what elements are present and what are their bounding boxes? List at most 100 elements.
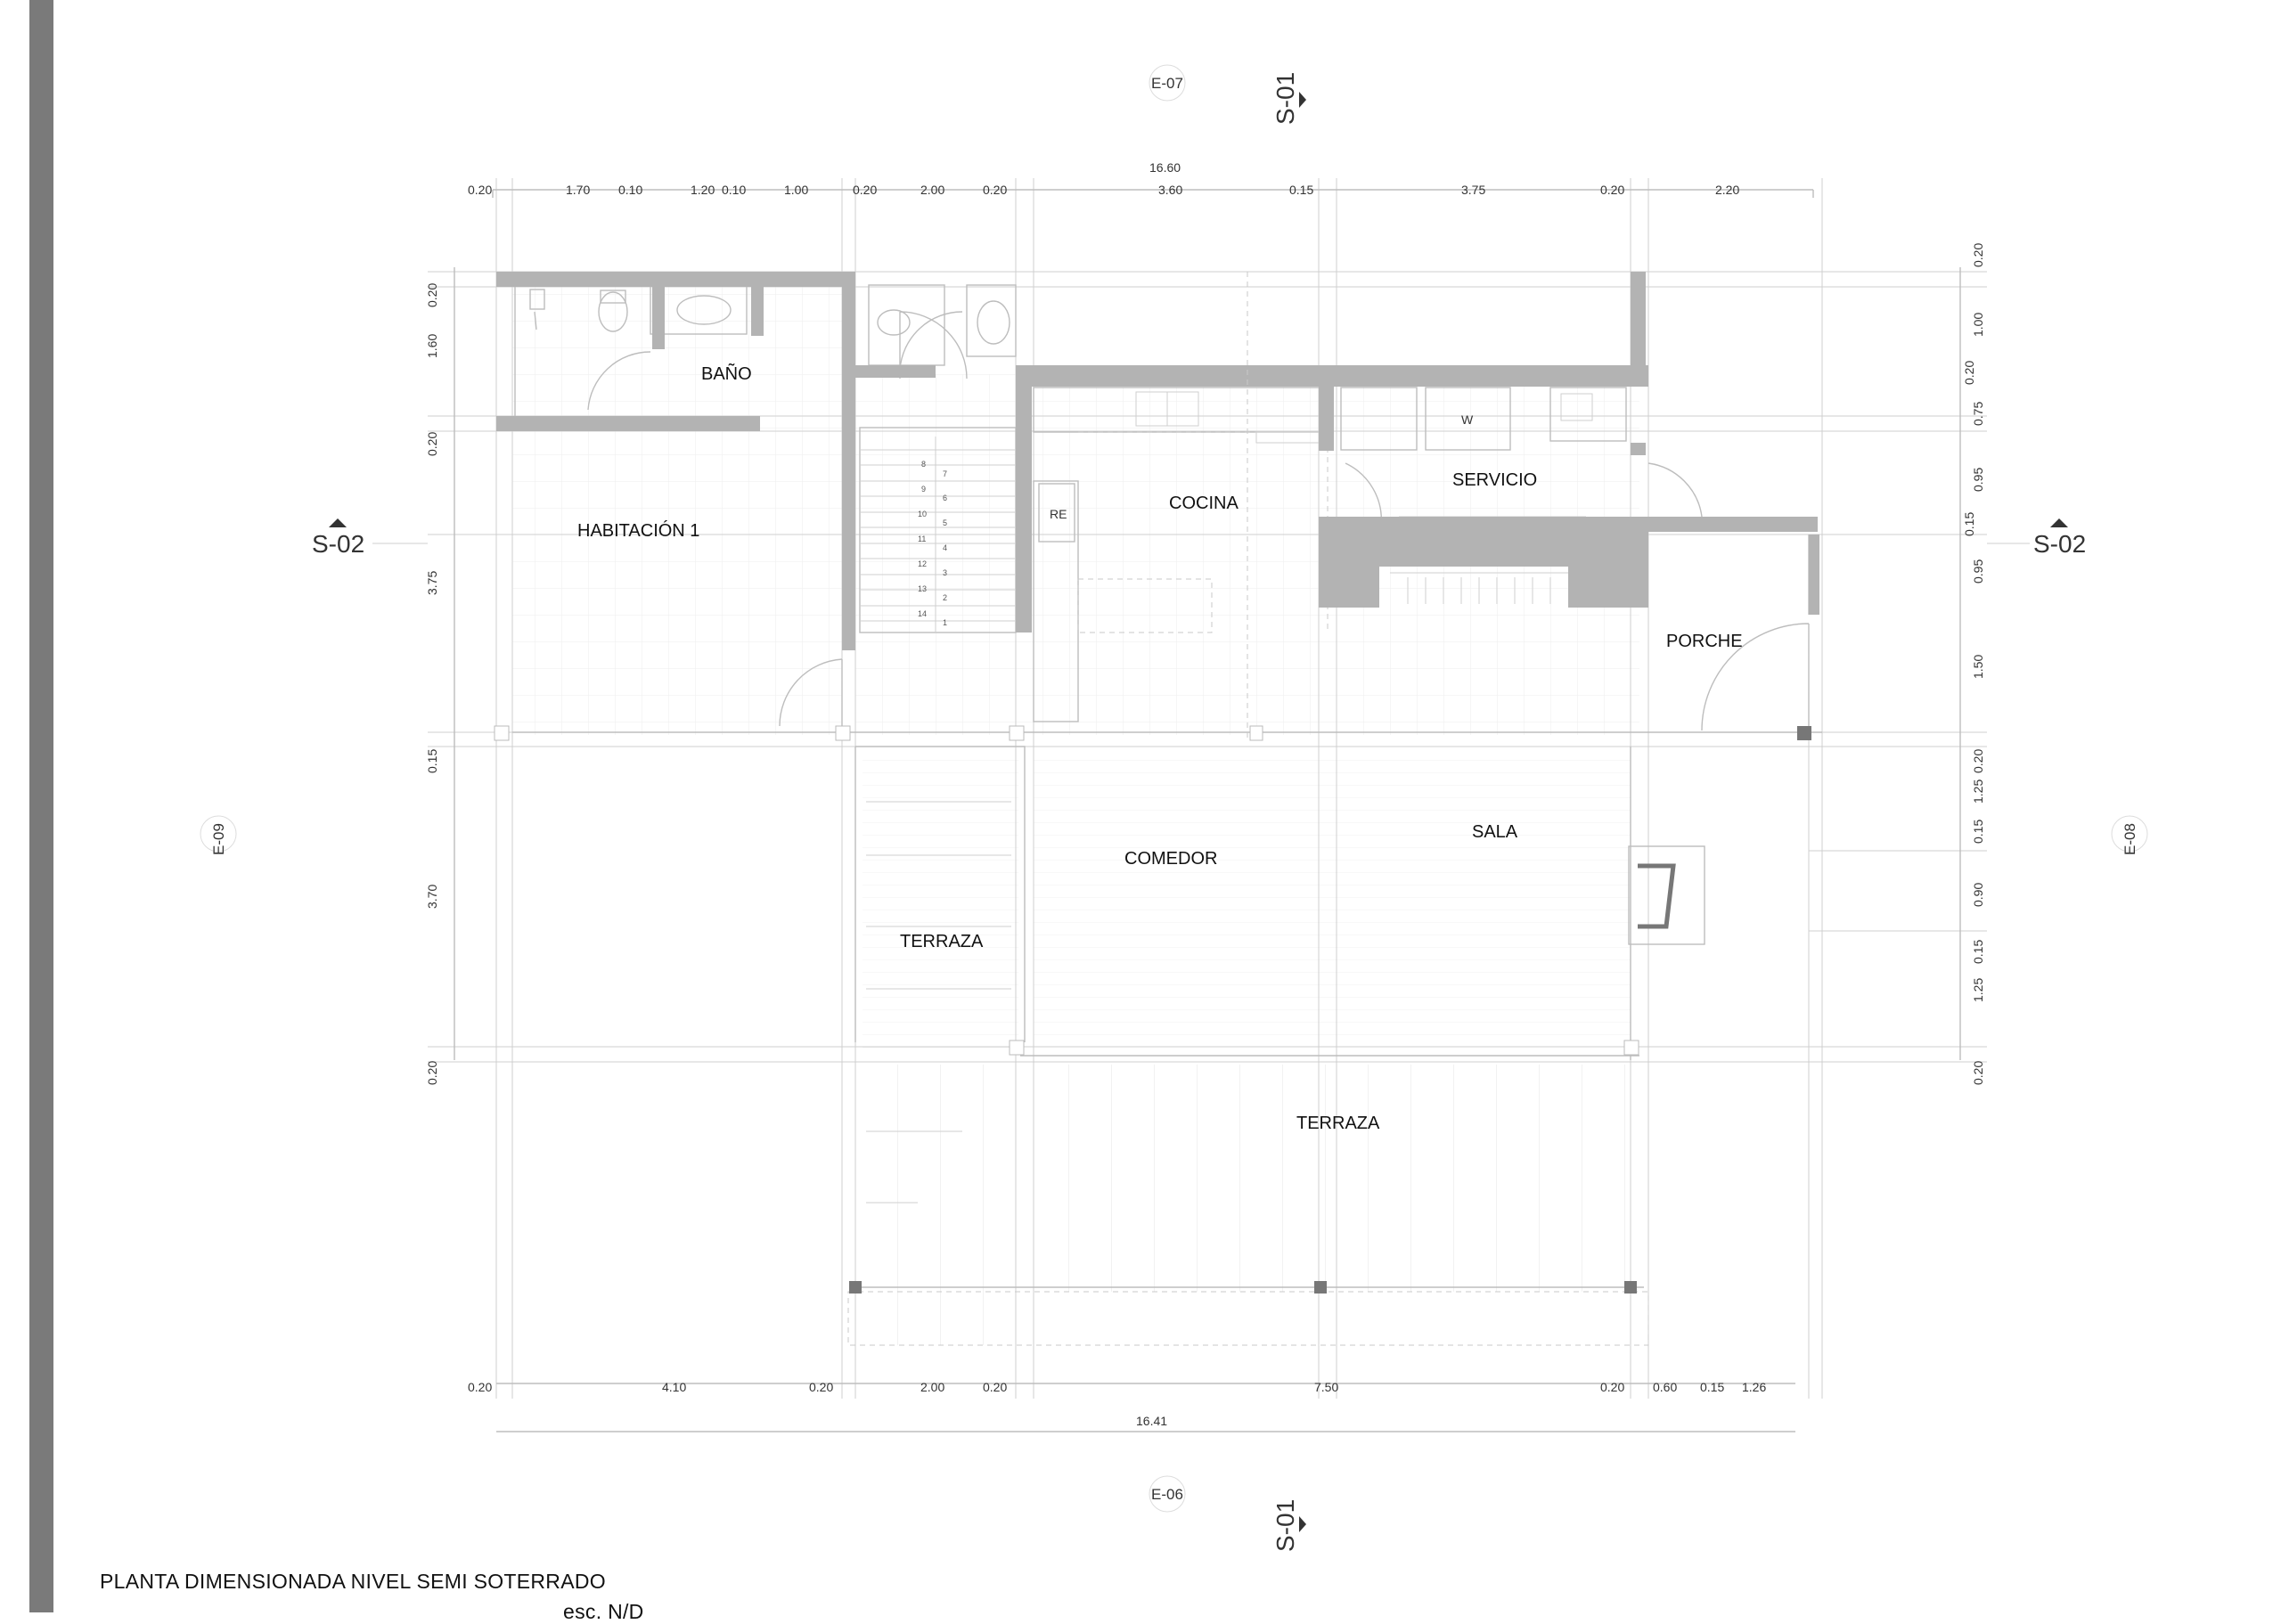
dimension-bottom: 7.50 xyxy=(1314,1380,1338,1394)
dimension-right: 0.15 xyxy=(1962,512,1976,536)
dimension-left: 0.20 xyxy=(425,1061,439,1085)
dimension-top: 0.20 xyxy=(1600,183,1624,197)
dimension-left: 0.20 xyxy=(425,283,439,307)
dimension-left: 1.60 xyxy=(425,334,439,358)
room-label-habitacion: HABITACIÓN 1 xyxy=(577,520,699,541)
dimensions-top: 16.60 0.20 1.70 0.10 1.20 0.10 1.00 0.20… xyxy=(468,160,1739,197)
section-s02-left-label: S-02 xyxy=(312,530,364,558)
stair-step-label: 2 xyxy=(943,593,947,602)
service-fixtures: W xyxy=(1340,387,1703,604)
room-label-comedor: COMEDOR xyxy=(1124,849,1217,869)
elevation-north-label: E-07 xyxy=(1151,75,1183,92)
stair-step-label: 10 xyxy=(918,510,927,518)
dimension-top: 1.00 xyxy=(784,183,808,197)
refrigerator xyxy=(1038,483,1075,543)
dimension-right: 1.00 xyxy=(1971,313,1985,337)
dimensions-left: 0.20 1.60 0.20 3.75 0.15 3.70 0.20 xyxy=(425,283,439,1085)
section-markers: S-01 S-01 S-02 S-02 xyxy=(312,72,2086,1552)
elevation-west-label: E-09 xyxy=(210,823,227,855)
room-label-cocina: COCINA xyxy=(1169,494,1239,513)
elevation-south-label: E-06 xyxy=(1151,1486,1183,1503)
dimension-top: 3.75 xyxy=(1461,183,1485,197)
dimension-right: 0.20 xyxy=(1971,243,1985,267)
stair-step-label: 5 xyxy=(943,518,947,527)
doors xyxy=(779,311,1810,731)
dimension-right: 0.95 xyxy=(1971,468,1985,492)
dimension-bottom: 1.26 xyxy=(1742,1380,1766,1394)
dimension-left: 0.15 xyxy=(425,749,439,773)
dimension-right: 0.15 xyxy=(1971,940,1985,964)
dimension-bottom: 0.20 xyxy=(809,1380,833,1394)
dimension-right: 1.25 xyxy=(1971,978,1985,1002)
section-arrow-icon xyxy=(329,518,347,527)
stairs: 8 7 9 6 10 5 11 4 12 3 13 2 14 1 xyxy=(859,427,1017,633)
dimension-top: 0.15 xyxy=(1289,183,1313,197)
dimension-left: 3.75 xyxy=(425,571,439,595)
dimension-top: 2.00 xyxy=(920,183,944,197)
dimension-right: 0.15 xyxy=(1971,820,1985,844)
floor-finishes xyxy=(512,285,1648,1345)
dimension-right: 0.75 xyxy=(1971,402,1985,426)
dimension-bottom: 0.20 xyxy=(983,1380,1007,1394)
dimension-left: 0.20 xyxy=(425,432,439,456)
dimension-top: 0.20 xyxy=(983,183,1007,197)
dimension-lines xyxy=(454,189,1961,1432)
section-arrow-icon xyxy=(1299,92,1306,108)
stair-step-label: 14 xyxy=(918,609,927,618)
fireplace xyxy=(1628,845,1705,945)
elevation-markers: E-07 E-06 E-09 E-08 xyxy=(200,64,2148,1513)
columns xyxy=(494,725,1811,1293)
dimension-right: 0.20 xyxy=(1971,749,1985,773)
dimension-right: 0.95 xyxy=(1971,559,1985,583)
stair-step-label: 4 xyxy=(943,543,947,552)
dimension-left: 3.70 xyxy=(425,885,439,909)
stair-step-label: 6 xyxy=(943,494,947,502)
dimension-bottom: 2.00 xyxy=(920,1380,944,1394)
section-arrow-icon xyxy=(1299,1516,1306,1532)
section-s01-top-label: S-01 xyxy=(1271,72,1299,125)
stair-step-label: 12 xyxy=(918,559,927,568)
dimension-top: 1.70 xyxy=(566,183,590,197)
stair-step-label: 1 xyxy=(943,618,947,627)
stair-step-label: 7 xyxy=(943,469,947,478)
dimension-right: 1.25 xyxy=(1971,779,1985,804)
room-label-porche: PORCHE xyxy=(1666,632,1743,651)
room-label-terraza-bottom: TERRAZA xyxy=(1296,1114,1380,1133)
dimension-top: 0.10 xyxy=(618,183,642,197)
dimension-bottom: 0.60 xyxy=(1653,1380,1677,1394)
dimension-right: 0.20 xyxy=(1971,1061,1985,1085)
washer-label: W xyxy=(1461,412,1474,427)
room-label-sala: SALA xyxy=(1472,822,1518,842)
room-label-terraza-left: TERRAZA xyxy=(900,932,984,951)
stair-step-label: 3 xyxy=(943,568,947,577)
room-label-servicio: SERVICIO xyxy=(1452,470,1537,490)
room-label-bano: BAÑO xyxy=(701,363,752,384)
stair-step-label: 8 xyxy=(921,460,926,469)
drawing-scale: esc. N/D xyxy=(563,1600,644,1623)
dimension-right: 1.50 xyxy=(1971,655,1985,679)
drawing-title: PLANTA DIMENSIONADA NIVEL SEMI SOTERRADO xyxy=(100,1570,606,1593)
sheet-border-bar xyxy=(29,0,53,1612)
bathroom-fixtures xyxy=(514,284,1017,428)
dimension-top: 0.20 xyxy=(853,183,877,197)
room-labels: BAÑO HABITACIÓN 1 COCINA SERVICIO PORCHE… xyxy=(577,363,1743,1133)
washer xyxy=(1425,387,1511,451)
dimension-top: 0.20 xyxy=(468,183,492,197)
dimension-right: 0.20 xyxy=(1962,361,1976,385)
elevation-east-label: E-08 xyxy=(2122,823,2138,855)
stair-step-label: 11 xyxy=(918,535,926,543)
stair-step-label: 13 xyxy=(918,584,927,593)
dimension-bottom: 0.20 xyxy=(1600,1380,1624,1394)
dimension-top: 3.60 xyxy=(1158,183,1182,197)
dimension-top: 0.10 xyxy=(722,183,746,197)
room-outlines xyxy=(512,272,1822,1346)
walls xyxy=(496,272,1819,650)
dimensions-bottom: 0.20 4.10 0.20 2.00 0.20 7.50 0.20 0.60 … xyxy=(468,1380,1766,1428)
dimension-top-total: 16.60 xyxy=(1149,160,1181,175)
dimension-bottom: 0.20 xyxy=(468,1380,492,1394)
dimension-bottom: 4.10 xyxy=(662,1380,686,1394)
stair-step-label: 9 xyxy=(921,485,926,494)
dimension-top: 1.20 xyxy=(691,183,715,197)
section-s02-right-label: S-02 xyxy=(2033,530,2086,558)
